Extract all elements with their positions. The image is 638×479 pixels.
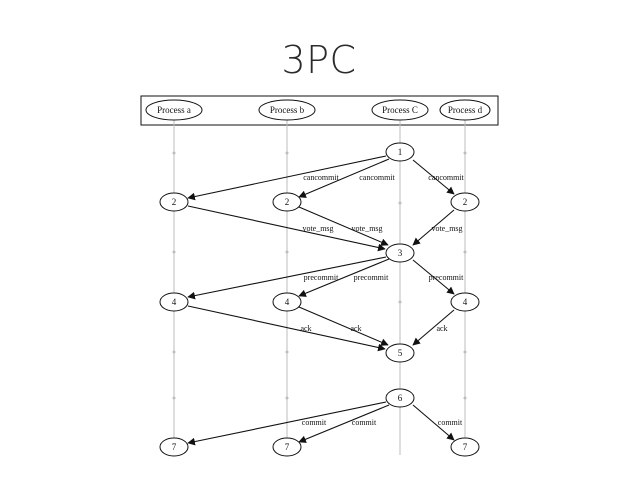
node-a7-label: 7 (172, 442, 177, 452)
label-cancommit-mid: cancommit (359, 173, 395, 182)
node-d7-label: 7 (463, 442, 468, 452)
node-b2-label: 2 (285, 197, 290, 207)
node-a2 (159, 192, 189, 212)
label-precommit-d: precommit (429, 273, 464, 282)
node-b2 (272, 192, 302, 212)
node-6-label: 6 (398, 393, 403, 403)
arrow-1-d2 (412, 159, 455, 195)
process-d-node (439, 99, 491, 121)
process-header-box (140, 95, 499, 126)
arrow-1-b2 (298, 158, 390, 198)
node-b7 (272, 437, 302, 457)
node-b4 (272, 292, 302, 312)
process-c-label: Process C (382, 105, 418, 115)
arrow-d2-3 (412, 209, 455, 246)
node-a2-label: 2 (172, 197, 177, 207)
arrow-d4-5 (412, 309, 455, 346)
node-d2-label: 2 (463, 197, 468, 207)
node-1 (385, 142, 415, 162)
label-precommit-b: precommit (304, 273, 339, 282)
node-d4 (450, 292, 480, 312)
process-b-label: Process b (270, 105, 305, 115)
label-ack-b: ack (300, 324, 311, 333)
node-5-label: 5 (398, 348, 403, 358)
label-vote-d: vote_msg (431, 224, 462, 233)
node-d7 (450, 437, 480, 457)
node-d4-label: 4 (463, 297, 468, 307)
label-vote-mid: vote_msg (351, 224, 382, 233)
node-d2 (450, 192, 480, 212)
node-b7-label: 7 (285, 442, 290, 452)
node-3-label: 3 (398, 248, 403, 258)
process-b-node (258, 99, 316, 121)
node-3 (385, 243, 415, 263)
label-cancommit-d: cancommit (428, 173, 464, 182)
node-6 (385, 388, 415, 408)
label-commit-mid: commit (352, 418, 377, 427)
label-cancommit-b: cancommit (303, 173, 339, 182)
label-commit-d: commit (438, 418, 463, 427)
arrow-3-d4 (412, 259, 455, 295)
node-5 (385, 343, 415, 363)
arrow-6-a7 (187, 401, 387, 446)
label-ack-mid: ack (350, 324, 361, 333)
arrow-6-b7 (298, 404, 390, 443)
arrow-a2-3 (187, 205, 386, 252)
process-a-label: Process a (157, 105, 191, 115)
label-precommit-mid: precommit (354, 273, 389, 282)
arrow-3-b4 (298, 258, 390, 297)
process-a-node (145, 99, 203, 121)
process-c-node (371, 99, 429, 121)
node-a7 (159, 437, 189, 457)
arrow-b4-5 (298, 306, 389, 346)
lifeline-dots (172, 151, 467, 400)
node-1-label: 1 (398, 147, 403, 157)
slide-title: 3PC (281, 38, 357, 82)
label-ack-d: ack (436, 324, 447, 333)
label-commit-b: commit (302, 418, 327, 427)
node-a4-label: 4 (172, 297, 177, 307)
node-b4-label: 4 (285, 297, 290, 307)
arrow-3-a4 (187, 256, 387, 300)
arrow-a4-5 (187, 305, 386, 352)
node-a4 (159, 292, 189, 312)
label-vote-b: vote_msg (302, 224, 333, 233)
process-d-label: Process d (448, 105, 483, 115)
arrow-b2-3 (298, 206, 389, 246)
message-arrows (187, 155, 455, 446)
arrow-1-a2 (187, 155, 387, 201)
arrow-6-d7 (412, 404, 455, 441)
lifelines (173, 118, 466, 455)
